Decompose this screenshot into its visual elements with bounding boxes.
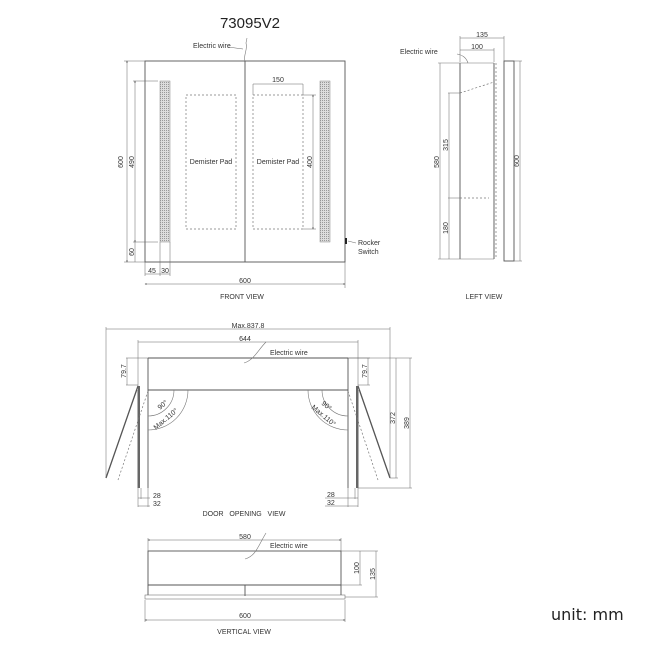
svg-text:79.7: 79.7 <box>121 364 128 378</box>
svg-text:600: 600 <box>118 156 125 168</box>
svg-text:60: 60 <box>129 248 136 256</box>
door-profile <box>503 60 515 262</box>
electric-wire-label: Electric wire <box>400 49 438 56</box>
door-left-open <box>105 385 139 479</box>
svg-text:180: 180 <box>443 222 450 234</box>
svg-text:400: 400 <box>307 156 314 168</box>
svg-text:644: 644 <box>239 336 251 343</box>
electric-wire-icon <box>244 37 248 62</box>
svg-text:135: 135 <box>370 568 377 580</box>
svg-text:600: 600 <box>239 278 251 285</box>
front-view: Electric wire Demister Pad Demister Pad … <box>118 37 381 301</box>
door-opening-view-label: DOOR OPENING VIEW <box>203 511 286 518</box>
electric-wire-label: Electric wire <box>193 43 231 50</box>
electric-wire-icon <box>243 341 267 364</box>
svg-text:32: 32 <box>153 501 161 508</box>
svg-text:600: 600 <box>514 155 521 167</box>
svg-text:28: 28 <box>327 492 335 499</box>
electric-wire-label: Electric wire <box>270 350 308 357</box>
rocker-switch-icon <box>345 238 347 244</box>
rocker-label: Rocker <box>358 240 381 247</box>
demister-pad-right <box>252 94 304 230</box>
svg-text:372: 372 <box>390 412 397 424</box>
svg-text:30: 30 <box>161 268 169 275</box>
led-strip-right <box>319 80 331 243</box>
svg-text:32: 32 <box>327 500 335 507</box>
left-view-label: LEFT VIEW <box>466 294 503 301</box>
svg-text:600: 600 <box>239 613 251 620</box>
svg-text:315: 315 <box>443 139 450 151</box>
svg-text:Max.837.8: Max.837.8 <box>232 323 265 330</box>
electric-wire-label: Electric wire <box>270 543 308 550</box>
svg-text:100: 100 <box>471 44 483 51</box>
svg-text:79.7: 79.7 <box>362 364 369 378</box>
svg-text:150: 150 <box>272 77 284 84</box>
svg-text:389: 389 <box>404 417 411 429</box>
door-opening-view: 90° Max.110° 90° Max.110° Electric wire … <box>105 323 412 518</box>
svg-text:45: 45 <box>148 268 156 275</box>
demister-pad-left <box>185 94 237 230</box>
unit-label: unit: mm <box>551 605 624 624</box>
svg-text:135: 135 <box>476 32 488 39</box>
door-right-open <box>357 385 391 479</box>
electric-wire-icon <box>456 53 469 64</box>
svg-text:490: 490 <box>129 156 136 168</box>
cabinet-top <box>147 550 342 586</box>
left-view: Electric wire 135 100 580 315 180 600 LE… <box>400 32 522 301</box>
drawing-title: 73095V2 <box>220 15 280 32</box>
demister-label-right: Demister Pad <box>257 159 300 166</box>
demister-label-left: Demister Pad <box>190 159 233 166</box>
vertical-view: Electric wire 580 100 135 600 VERTICAL V… <box>144 532 378 636</box>
svg-text:28: 28 <box>153 493 161 500</box>
svg-text:100: 100 <box>354 562 361 574</box>
svg-text:580: 580 <box>434 156 441 168</box>
svg-text:90°: 90° <box>156 398 169 411</box>
front-view-label: FRONT VIEW <box>220 294 264 301</box>
led-strip-left <box>159 80 171 243</box>
vertical-view-label: VERTICAL VIEW <box>217 629 271 636</box>
electric-wire-icon <box>244 532 267 560</box>
svg-text:580: 580 <box>239 534 251 541</box>
switch-label: Switch <box>358 249 379 256</box>
